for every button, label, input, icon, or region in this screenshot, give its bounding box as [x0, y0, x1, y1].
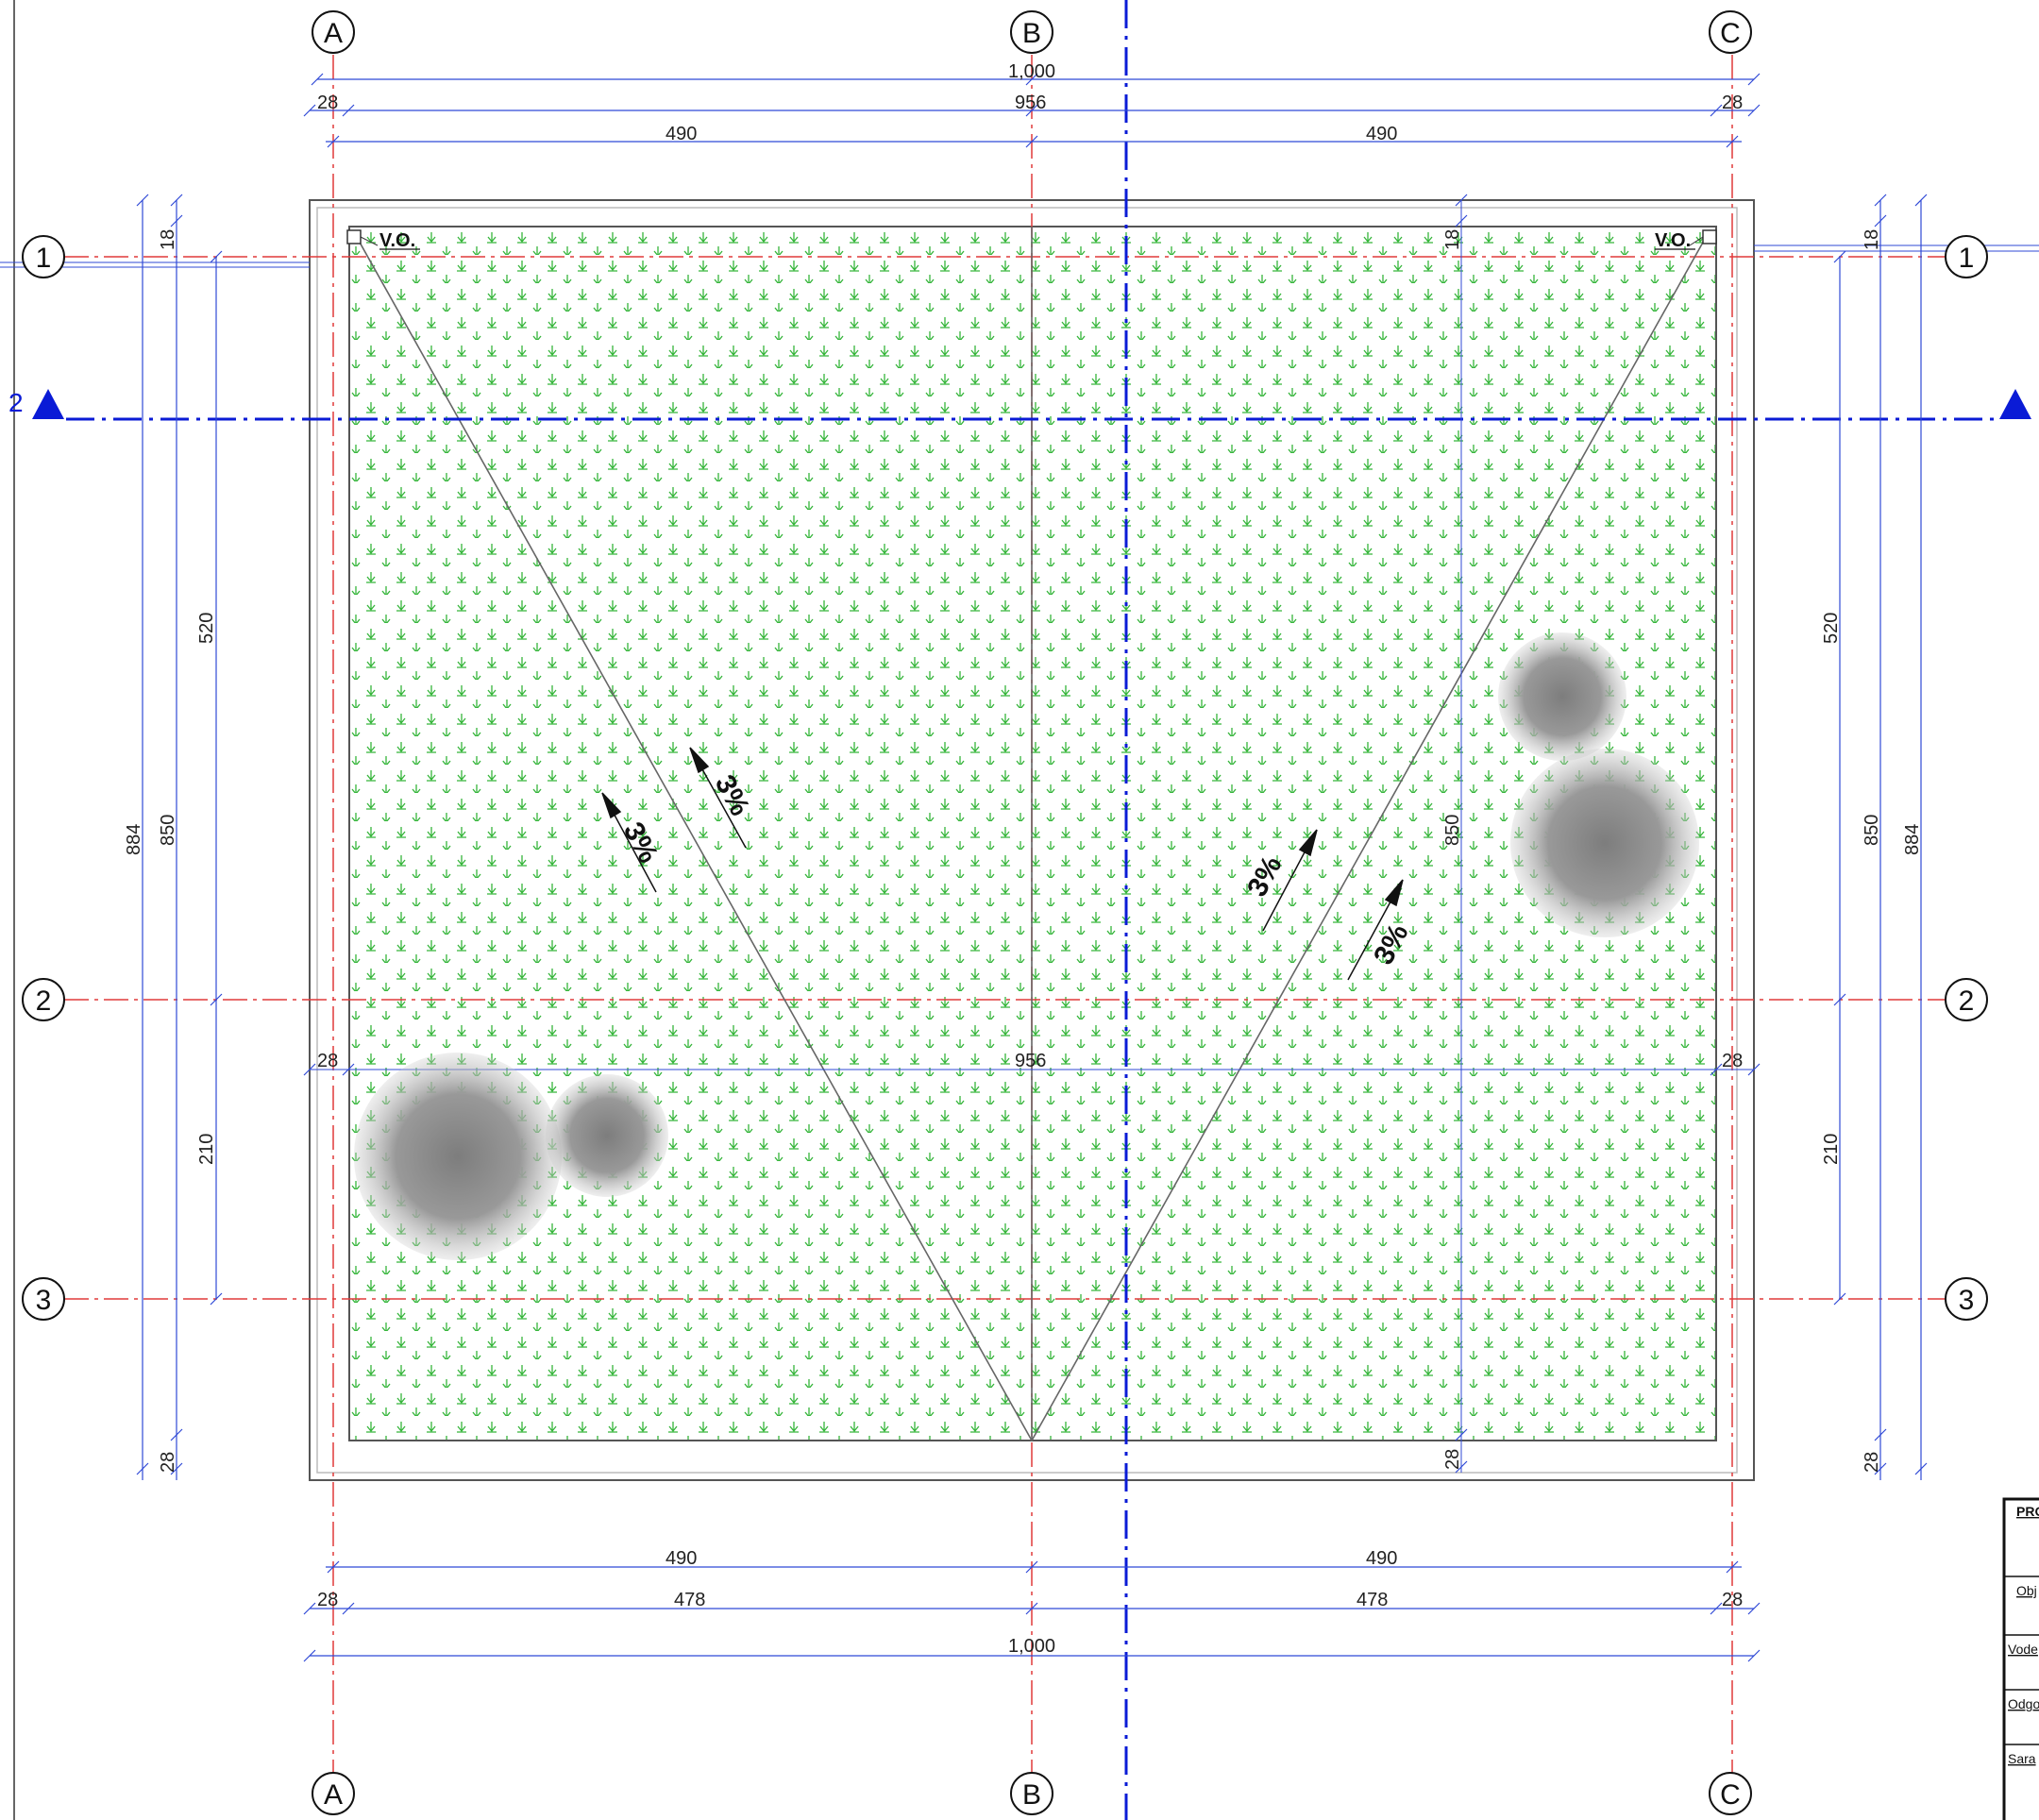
- slope-arrowhead: [689, 747, 710, 774]
- slope-arrowhead: [1298, 829, 1318, 857]
- title-block-row-lead: Vode: [2008, 1642, 2038, 1657]
- slope-arrowhead: [1384, 879, 1404, 907]
- dim-mid-edge-right: 28: [1722, 1051, 1743, 1071]
- tree-icon: [1498, 632, 1626, 761]
- dim-left-seg-lower: 210: [196, 1134, 217, 1165]
- grid-label-a-top: A: [324, 18, 343, 49]
- grid-bubble-b-bottom: [1010, 1772, 1053, 1815]
- dim-bottom-part-right: 478: [1357, 1590, 1388, 1610]
- dim-left-seg-upper: 520: [196, 613, 217, 644]
- drain-symbol-right: [1702, 229, 1717, 244]
- dim-ticks: [136, 73, 1928, 1662]
- dim-mid-inner: 956: [1015, 1051, 1046, 1071]
- dim-top-total: 1,000: [1008, 61, 1055, 82]
- drain-label-left: V.O.: [379, 230, 415, 251]
- dim-right-seg-upper: 520: [1821, 613, 1842, 644]
- grid-label-c-bottom: C: [1720, 1779, 1741, 1811]
- dim-left-bottom-edge: 28: [158, 1452, 178, 1473]
- tree-icon: [546, 1074, 668, 1197]
- dim-inner-top-edge: 18: [1442, 229, 1463, 250]
- drain-symbol-left: [346, 229, 362, 244]
- grid-bubble-1-right: [1945, 235, 1988, 278]
- grid-bubble-2-left: [22, 978, 65, 1021]
- title-block-row-associate: Sara: [2008, 1751, 2036, 1766]
- section-marker-left-triangle: [32, 389, 64, 419]
- green-roof-area: [348, 226, 1717, 1441]
- title-block-frame: [2002, 1497, 2039, 1820]
- tree-group: [354, 632, 1699, 1260]
- title-block-row-project: PRO: [2016, 1504, 2039, 1519]
- dim-bottom-edge-left: 28: [317, 1590, 338, 1610]
- drain-leader-right: [1689, 236, 1704, 246]
- grid-label-c-top: C: [1720, 18, 1741, 49]
- dim-top-half-right: 490: [1366, 124, 1397, 144]
- dim-top-edge-right: 28: [1722, 93, 1743, 113]
- title-block: PRO Obj Vode Odgo Sara: [2002, 1497, 2039, 1820]
- tree-icon: [1510, 749, 1699, 937]
- roof-outer-outline: [309, 199, 1755, 1481]
- slope-arrowhead: [601, 792, 622, 819]
- valley-line-left: [353, 231, 1033, 1441]
- dim-bottom-total: 1,000: [1008, 1636, 1055, 1657]
- grid-label-b-top: B: [1022, 18, 1041, 49]
- dim-inner-bottom-edge: 28: [1442, 1449, 1463, 1470]
- dim-inner-vertical: 850: [1442, 815, 1463, 846]
- dim-top-half-left: 490: [666, 124, 697, 144]
- grid-label-b-bottom: B: [1022, 1779, 1041, 1811]
- grid-bubble-a-bottom: [312, 1772, 355, 1815]
- dim-left-total: 884: [124, 824, 144, 855]
- dim-bottom-half-left: 490: [666, 1548, 697, 1569]
- title-block-row-responsible: Odgo: [2008, 1696, 2039, 1711]
- grid-label-a-bottom: A: [324, 1779, 343, 1811]
- dim-top-inner: 956: [1015, 93, 1046, 113]
- dim-bottom-edge-right: 28: [1722, 1590, 1743, 1610]
- grid-label-2-right: 2: [1959, 986, 1975, 1017]
- tree-icon: [354, 1053, 562, 1260]
- dim-bottom-part-left: 478: [674, 1590, 705, 1610]
- grid-label-1-right: 1: [1959, 243, 1975, 274]
- section-marker-right-triangle: [1999, 389, 2031, 419]
- dim-top-edge-left: 28: [317, 93, 338, 113]
- grid-label-1-left: 1: [36, 243, 52, 274]
- dim-mid-edge-left: 28: [317, 1051, 338, 1071]
- dim-right-bottom-edge: 28: [1862, 1452, 1882, 1473]
- roof-parapet-outline: [316, 207, 1738, 1474]
- grid-label-2-left: 2: [36, 986, 52, 1017]
- grid-bubble-3-right: [1945, 1277, 1988, 1321]
- grid-bubble-2-right: [1945, 978, 1988, 1021]
- grid-bubble-b-top: [1010, 10, 1053, 54]
- section-marker-label: 2: [8, 388, 24, 417]
- grid-bubble-c-top: [1709, 10, 1752, 54]
- dim-right-seg-lower: 210: [1821, 1134, 1842, 1165]
- dim-bottom-half-right: 490: [1366, 1548, 1397, 1569]
- grid-bubble-a-top: [312, 10, 355, 54]
- dim-right-inner: 850: [1862, 815, 1882, 846]
- grid-bubble-1-left: [22, 235, 65, 278]
- grid-label-3-left: 3: [36, 1285, 52, 1316]
- dim-right-top-edge: 18: [1862, 229, 1882, 250]
- drain-label-right: V.O.: [1655, 230, 1691, 251]
- dim-left-inner: 850: [158, 815, 178, 846]
- grid-bubble-c-bottom: [1709, 1772, 1752, 1815]
- dim-left-top-edge: 18: [158, 229, 178, 250]
- dim-right-total: 884: [1902, 824, 1923, 855]
- drain-leader-left: [360, 236, 379, 246]
- grid-label-3-right: 3: [1959, 1285, 1975, 1316]
- grid-bubble-3-left: [22, 1277, 65, 1321]
- valley-line-right: [1031, 231, 1710, 1441]
- title-block-row-object: Obj: [2016, 1583, 2037, 1598]
